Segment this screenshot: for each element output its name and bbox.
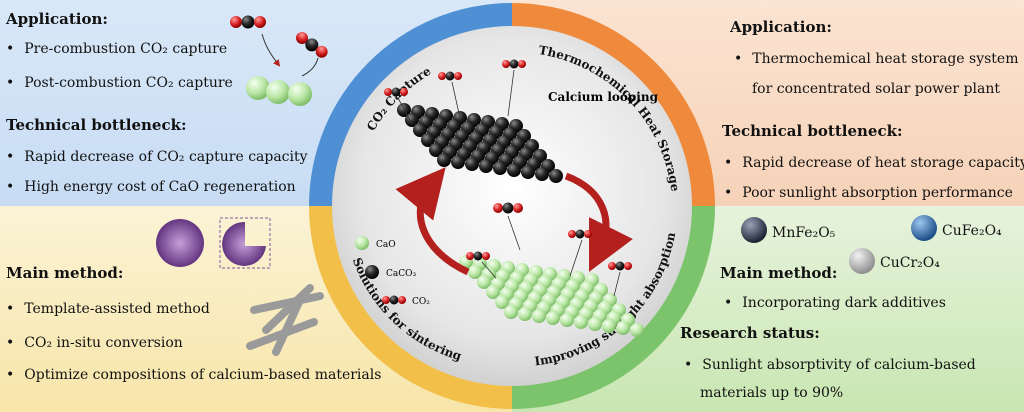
tl-app-item-1: Pre-combustion CO₂ capture xyxy=(6,40,227,58)
caco3-sphere xyxy=(405,113,419,127)
cao-sphere xyxy=(477,275,491,289)
cycle-arrow-right xyxy=(564,172,633,272)
calcium-looping-label: Calcium looping xyxy=(548,90,659,104)
cao-lattice xyxy=(459,255,644,337)
caco3-sphere xyxy=(451,155,465,169)
tl-bottleneck-heading: Technical bottleneck: xyxy=(6,116,187,134)
legend-caco3-label: CaCO₃ xyxy=(386,269,417,279)
tl-bottleneck-item-2: High energy cost of CaO regeneration xyxy=(6,178,295,196)
caco3-sphere xyxy=(507,163,521,177)
co2-molecules xyxy=(384,59,632,271)
br-method-item-1: Incorporating dark additives xyxy=(724,294,946,312)
cutaway-frame xyxy=(219,217,271,269)
cao-sphere xyxy=(546,311,560,325)
cao-sphere xyxy=(495,295,509,309)
caco3-sphere xyxy=(465,157,479,171)
cao-sphere xyxy=(588,317,602,331)
cao-sphere xyxy=(616,321,630,335)
caco3-sphere xyxy=(413,123,427,137)
caco3-lattice xyxy=(397,103,563,183)
tr-application-heading: Application: xyxy=(730,18,832,36)
caco3-sphere xyxy=(429,143,443,157)
tr-app-item-line2: for concentrated solar power plant xyxy=(752,81,1000,97)
cao-sphere xyxy=(630,323,644,337)
tl-arrow-1 xyxy=(261,33,281,67)
hollow-sphere-image xyxy=(156,219,204,267)
tl-arrow-2 xyxy=(301,57,319,77)
legend-cao-label: CaO xyxy=(376,240,396,250)
release-arrows xyxy=(397,69,621,297)
caco3-sphere xyxy=(437,153,451,167)
legend-co2-label: CO₂ xyxy=(412,297,430,307)
additive-cufe2o4-label: CuFe₂O₄ xyxy=(942,223,1002,239)
cao-sphere xyxy=(602,319,616,333)
cutaway-sphere-image xyxy=(222,221,266,266)
cao-sphere xyxy=(486,285,500,299)
tl-co2-molecule-1 xyxy=(230,15,266,29)
caco3-sphere xyxy=(521,165,535,179)
additive-cucr2o4-label: CuCr₂O₄ xyxy=(880,255,940,271)
additive-mnfe2o5-label: MnFe₂O₅ xyxy=(772,225,836,241)
fiber-structure-image xyxy=(246,284,324,356)
cao-sphere xyxy=(560,313,574,327)
caco3-sphere xyxy=(535,167,549,181)
cao-sphere xyxy=(468,265,482,279)
caco3-sphere xyxy=(549,169,563,183)
bl-method-heading: Main method: xyxy=(6,264,124,282)
caco3-sphere xyxy=(421,133,435,147)
bl-method-item-3: Optimize compositions of calcium-based m… xyxy=(6,366,381,384)
bl-method-item-1: Template-assisted method xyxy=(6,300,210,318)
tr-bottleneck-item-2: Poor sunlight absorption performance xyxy=(724,184,1013,202)
br-status-heading: Research status: xyxy=(680,324,820,342)
tl-bottleneck-item-1: Rapid decrease of CO₂ capture capacity xyxy=(6,148,307,166)
caco3-sphere xyxy=(479,159,493,173)
legend-co2-swatch xyxy=(382,295,406,305)
br-method-heading: Main method: xyxy=(720,264,838,282)
caco3-sphere xyxy=(493,161,507,175)
cao-sphere xyxy=(574,315,588,329)
tr-bottleneck-heading: Technical bottleneck: xyxy=(722,122,903,140)
legend-cao-swatch xyxy=(355,236,369,250)
cao-sphere xyxy=(504,305,518,319)
additive-cucr2o4-sphere xyxy=(849,248,875,274)
legend-caco3-swatch xyxy=(365,265,379,279)
caco3-sphere xyxy=(397,103,411,117)
tr-app-item-line1: Thermochemical heat storage system xyxy=(734,50,1018,68)
additive-mnfe2o5-sphere xyxy=(741,217,767,243)
cao-sphere xyxy=(532,309,546,323)
tr-bottleneck-item-1: Rapid decrease of heat storage capacity xyxy=(724,154,1024,172)
cao-sphere xyxy=(518,307,532,321)
tl-cao-beads xyxy=(246,76,312,106)
br-status-line2: materials up to 90% xyxy=(700,385,844,401)
tl-app-item-2: Post-combustion CO₂ capture xyxy=(6,74,233,92)
additive-cufe2o4-sphere xyxy=(911,215,937,241)
cycle-arrow-left xyxy=(395,167,470,276)
tl-application-heading: Application: xyxy=(6,10,108,28)
tl-co2-molecule-2 xyxy=(296,32,328,58)
br-status-line1: Sunlight absorptivity of calcium-based xyxy=(684,356,976,374)
bl-method-item-2: CO₂ in-situ conversion xyxy=(6,334,183,352)
